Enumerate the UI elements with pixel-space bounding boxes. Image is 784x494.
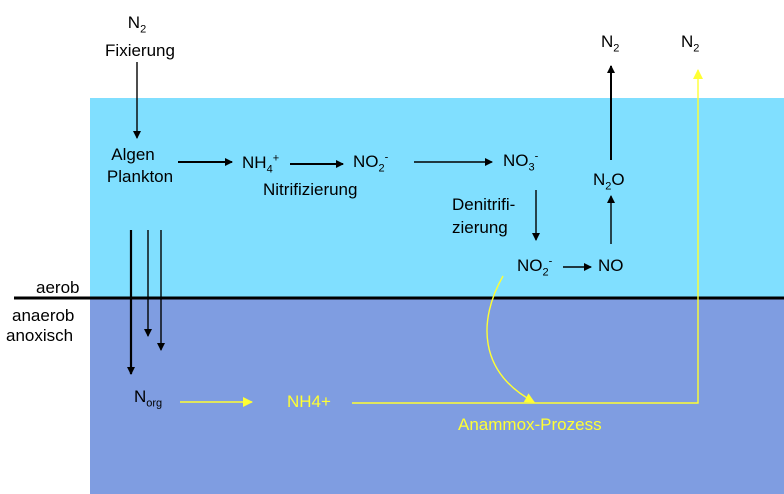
ammonium-anoxic-label: NH4+ (287, 392, 331, 411)
nitrifizierung-label: Nitrifizierung (263, 180, 358, 199)
denitrification-label-line2: zierung (452, 218, 508, 237)
anaerob-label: anaerob (12, 306, 75, 325)
n2o-label: N2O (593, 170, 625, 193)
nitrite-lower-label: NO2- (517, 255, 553, 279)
n2-anammox-label: N2 (681, 32, 700, 55)
denitrification-label-line1: Denitrifi- (452, 195, 516, 214)
anammox-label: Anammox-Prozess (458, 415, 602, 434)
anammox-to-n2-path (534, 69, 703, 404)
aerobic-zone (90, 98, 784, 298)
n2-denitrification-label: N2 (601, 32, 620, 55)
anoxic-zone (90, 298, 784, 494)
algen-label: Algen (111, 145, 155, 164)
organic-nitrogen-label: Norg (134, 387, 163, 410)
plankton-label: Plankton (106, 167, 174, 186)
nitrate-label: NO3- (503, 150, 539, 174)
nitrite-to-anammox-curve (486, 275, 535, 403)
anoxisch-label: anoxisch (6, 326, 74, 345)
no-label: NO (598, 256, 624, 275)
ammonium-label: NH4+ (242, 152, 280, 176)
nitrite-aerobic-label: NO2- (353, 151, 389, 175)
n2-fixation-label: N2 (127, 13, 147, 36)
aerob-label: aerob (36, 278, 80, 297)
fixierung-label: Fixierung (105, 41, 175, 60)
